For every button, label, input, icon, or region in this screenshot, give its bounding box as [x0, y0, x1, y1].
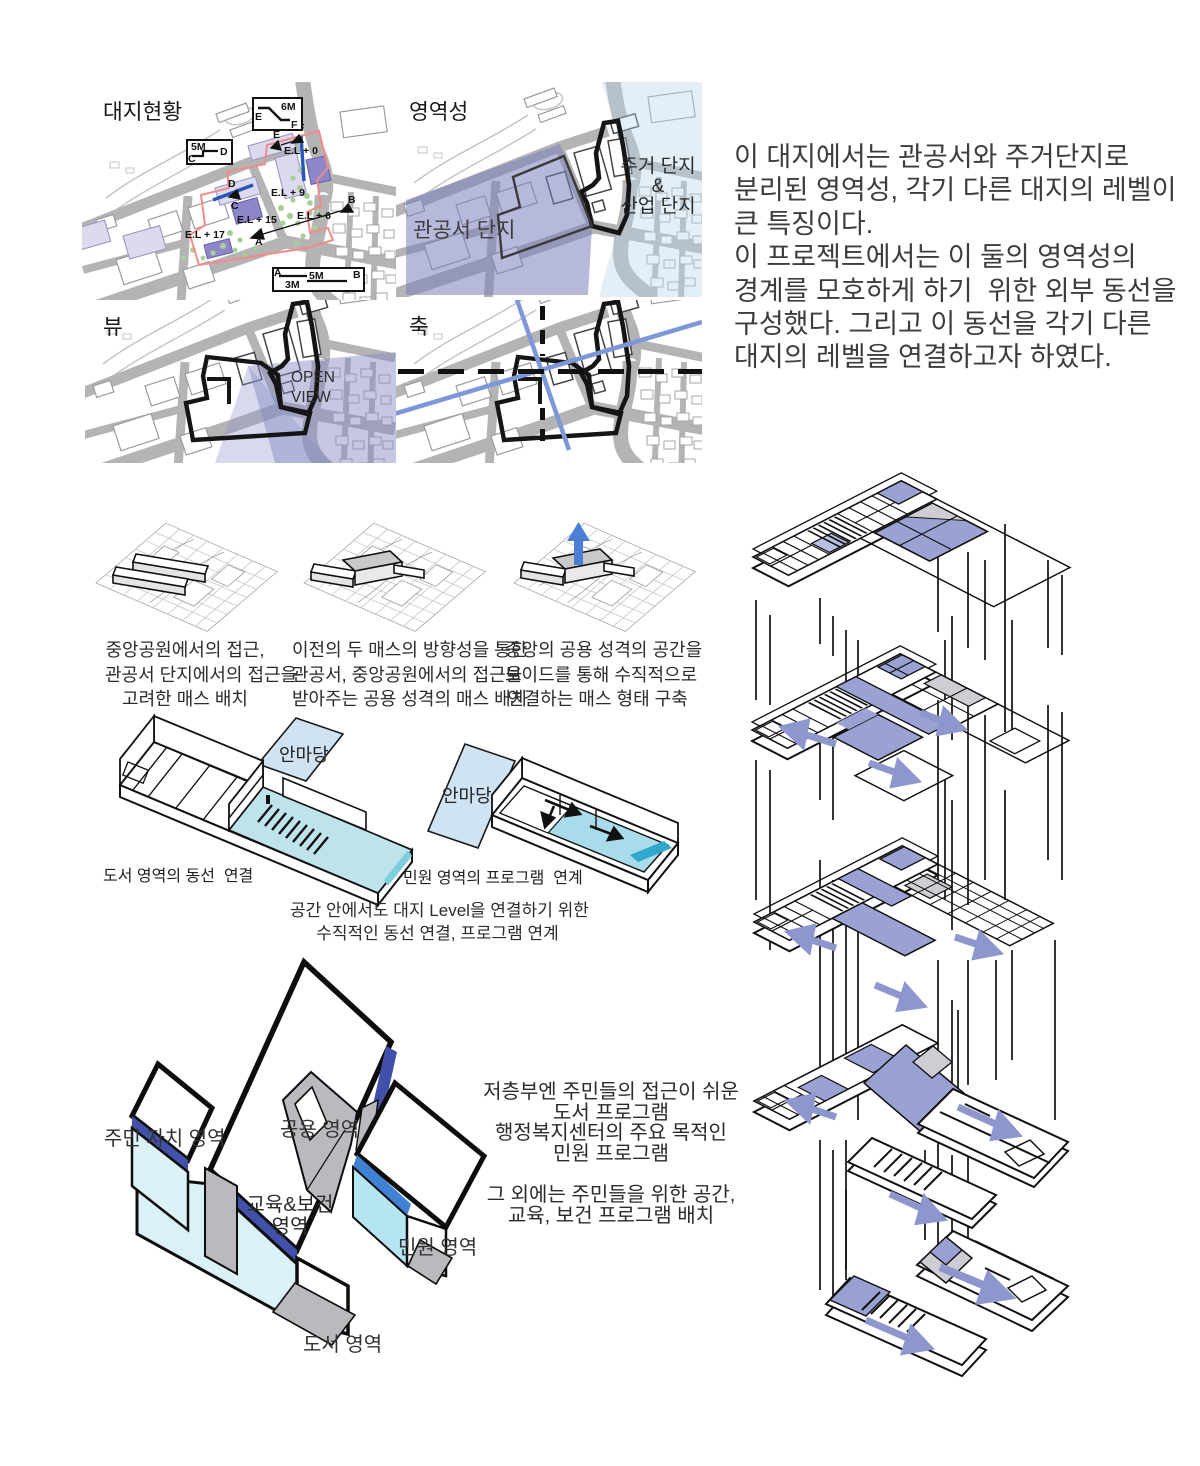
svg-text:D: D — [228, 178, 236, 190]
svg-text:A: A — [255, 236, 263, 248]
svg-text:5M: 5M — [191, 141, 206, 153]
svg-text:D: D — [220, 146, 228, 158]
svg-text:F: F — [291, 119, 298, 131]
svg-text:6M: 6M — [281, 101, 296, 113]
svg-text:A: A — [274, 267, 282, 279]
svg-text:E: E — [273, 129, 280, 141]
svg-text:E.L + 17: E.L + 17 — [185, 229, 225, 241]
svg-text:E.L + 6: E.L + 6 — [297, 210, 331, 222]
svg-text:B: B — [353, 269, 361, 281]
svg-text:3M: 3M — [285, 279, 300, 291]
svg-text:5M: 5M — [309, 270, 324, 282]
svg-text:E.L + 9: E.L + 9 — [271, 187, 305, 199]
svg-text:E.L + 0: E.L + 0 — [284, 145, 318, 157]
svg-text:C: C — [188, 153, 196, 165]
svg-text:E.L + 15: E.L + 15 — [237, 214, 277, 226]
svg-text:C: C — [231, 200, 239, 212]
svg-text:E: E — [255, 111, 262, 123]
svg-text:B: B — [348, 194, 356, 206]
